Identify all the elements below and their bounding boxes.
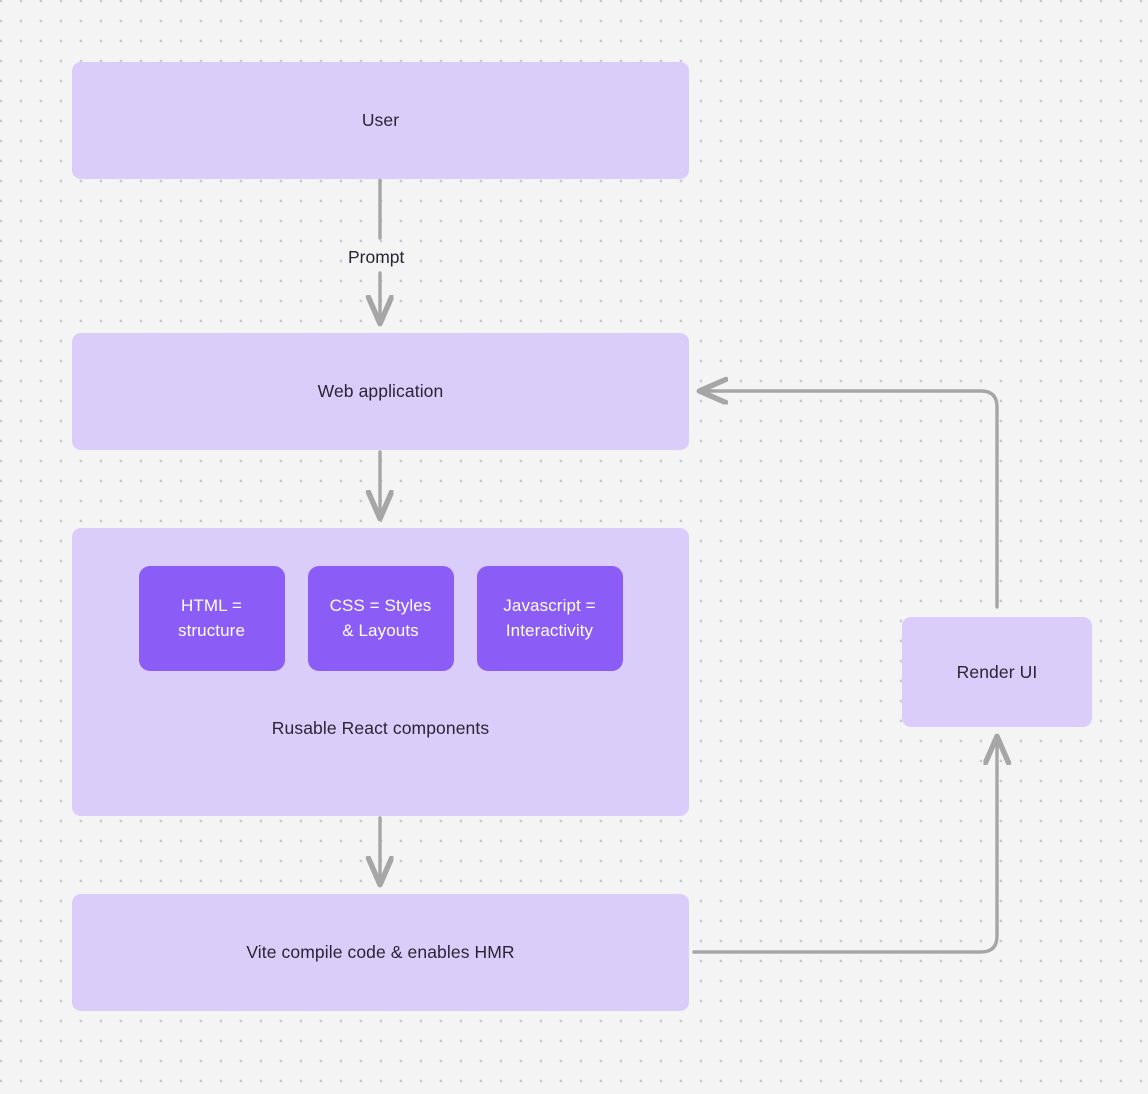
node-reusable-react-components-label: Rusable React components (271, 718, 490, 738)
chip-css-line2: & Layouts (342, 620, 419, 640)
node-web-application[interactable]: Web application (72, 333, 689, 450)
edge-vite-to-render (692, 737, 997, 954)
chip-javascript[interactable]: Javascript = Interactivity (476, 566, 623, 671)
node-vite-compile[interactable]: Vite compile code & enables HMR (72, 894, 689, 1011)
chip-html-line2: structure (177, 620, 246, 640)
node-web-application-label: Web application (317, 381, 444, 402)
chip-row: HTML = structure CSS = Styles & Layouts … (72, 566, 689, 671)
edge-render-to-webapp (700, 391, 999, 609)
node-vite-compile-label: Vite compile code & enables HMR (246, 942, 515, 963)
chip-html[interactable]: HTML = structure (138, 566, 285, 671)
chip-javascript-line1: Javascript = (503, 596, 596, 616)
node-reusable-react-components[interactable]: HTML = structure CSS = Styles & Layouts … (72, 528, 689, 816)
chip-html-line1: HTML = (181, 596, 242, 616)
node-user-label: User (361, 110, 400, 131)
chip-css-line1: CSS = Styles (329, 596, 432, 616)
edge-label-prompt: Prompt (348, 247, 405, 267)
chip-css[interactable]: CSS = Styles & Layouts (307, 566, 454, 671)
node-user[interactable]: User (72, 62, 689, 179)
chip-javascript-line2: Interactivity (505, 620, 594, 640)
node-render-ui[interactable]: Render UI (902, 617, 1092, 727)
node-render-ui-label: Render UI (956, 661, 1038, 682)
